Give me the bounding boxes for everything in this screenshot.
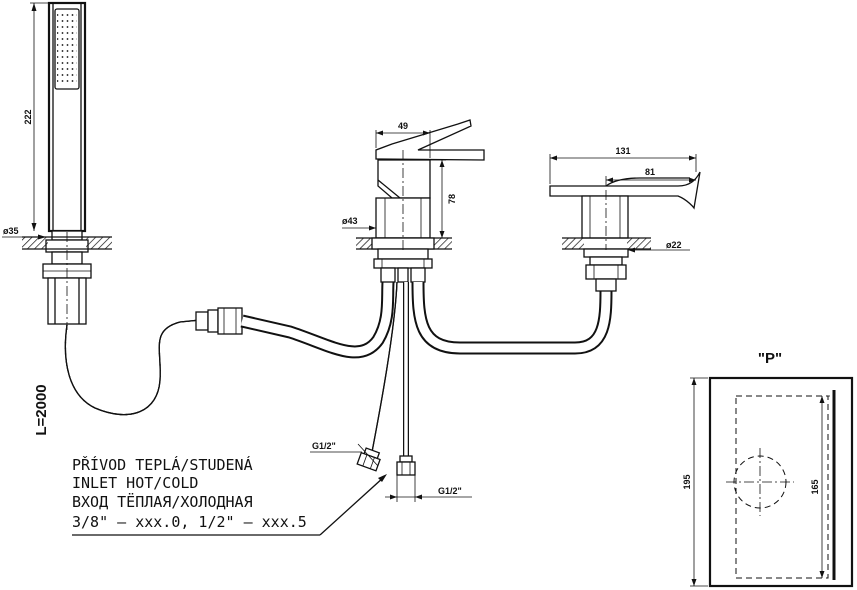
dimension-195-label: 195: [682, 474, 692, 489]
dimension-222-label: 222: [23, 109, 33, 124]
dimension-81: 81: [605, 167, 696, 186]
dimension-dia43: ø43: [342, 216, 376, 231]
inlet-note-line3: ВХОД ТЁПЛАЯ/ХОЛОДНАЯ: [72, 492, 253, 511]
dimension-131: 131: [549, 146, 697, 184]
thread-right-label: G1/2": [438, 486, 462, 496]
dimension-49: 49: [375, 121, 431, 158]
hand-shower: [22, 1, 112, 330]
thread-left-label: G1/2": [312, 441, 336, 451]
thread-dimension-left: G1/2": [310, 441, 379, 467]
dimension-dia43-label: ø43: [342, 216, 358, 226]
dimension-131-label: 131: [615, 146, 630, 156]
inlet-note-line1: PŘÍVOD TEPLÁ/STUDENÁ: [72, 455, 253, 474]
dimension-dia35-label: ø35: [3, 226, 19, 236]
spout-hose: [411, 281, 613, 355]
dimension-165-label: 165: [810, 479, 820, 494]
connecting-hose: [240, 281, 395, 359]
dimension-222: 222: [23, 2, 49, 231]
inlet-hoses: [356, 281, 416, 476]
mixer-body: [356, 119, 485, 283]
dimension-dia22: ø22: [628, 240, 690, 253]
spout: [549, 171, 701, 292]
detail-p-title: "P": [758, 350, 782, 367]
dimension-81-label: 81: [645, 167, 655, 177]
dimension-49-label: 49: [398, 121, 408, 131]
thread-dimension-right: G1/2": [385, 475, 472, 502]
dimension-dia22-label: ø22: [666, 240, 682, 250]
dimension-dia35: ø35: [2, 226, 46, 240]
detail-p: "P" 195 165: [682, 350, 854, 588]
inlet-note-line2: INLET HOT/COLD: [72, 474, 198, 492]
dimension-78: 78: [430, 159, 457, 239]
dimension-78-label: 78: [447, 194, 457, 204]
inlet-note: PŘÍVOD TEPLÁ/STUDENÁ INLET HOT/COLD ВХОД…: [72, 455, 387, 536]
shower-hose: [64, 307, 243, 416]
hose-length-label: L=2000: [33, 384, 50, 435]
inlet-note-line4: 3/8" – xxx.0, 1/2" – xxx.5: [72, 513, 307, 531]
